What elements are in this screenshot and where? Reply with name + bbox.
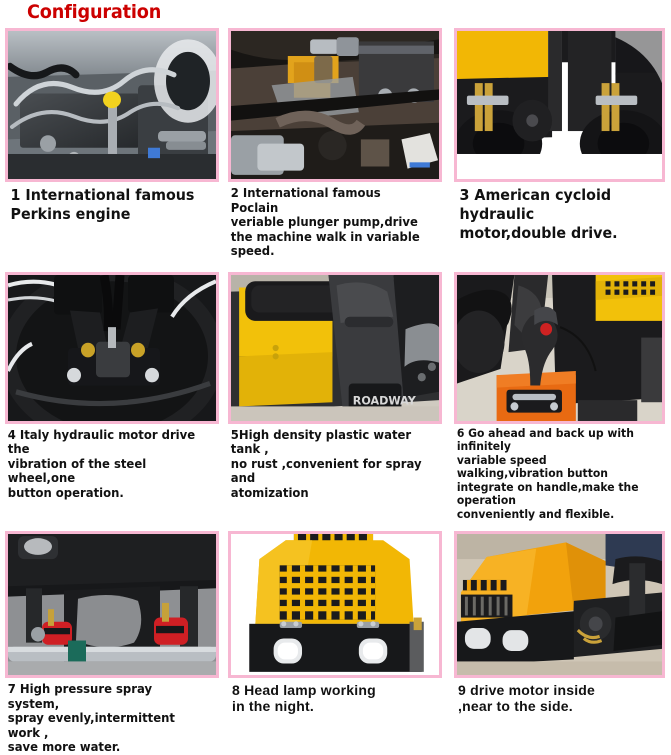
feature-caption-7: 7 High pressure spray system, spray even… [7,681,175,754]
photo-frame-9 [454,531,665,678]
svg-text:ROADWAY: ROADWAY [353,394,417,407]
feature-card-2: 2 International famous Poclain veriable … [226,28,449,259]
configuration-grid: 1 International famous Perkins engine [0,28,671,755]
feature-caption-4: 4 Italy hydraulic motor drive the vibrat… [7,426,196,500]
feature-card-6: 6 Go ahead and back up with infinitely v… [449,271,671,522]
feature-row-3: 7 High pressure spray system, spray even… [0,531,671,755]
feature-caption-3: 3 American cycloid hydraulic motor,doubl… [459,186,618,242]
feature-row-2: 4 Italy hydraulic motor drive the vibrat… [0,271,671,522]
water-tank-seat-photo: ROADWAY [231,274,439,421]
photo-frame-3 [454,28,665,182]
feature-caption-1: 1 International famous Perkins engine [10,186,195,223]
photo-frame-2 [228,28,442,182]
cycloid-hydraulic-motor-photo [457,31,662,179]
feature-caption-8: 8 Head lamp working in the night. [232,682,376,714]
feature-card-8: 8 Head lamp working in the night. [226,531,449,755]
photo-frame-1 [5,28,219,182]
feature-caption-9: 9 drive motor inside ,near to the side. [458,682,596,714]
photo-frame-4 [5,271,219,424]
photo-frame-5: ROADWAY [228,271,442,424]
photo-frame-8 [228,531,442,678]
italy-vibration-motor-photo [8,274,216,421]
feature-card-5: ROADWAY 5High density plastic water tank… [226,271,449,522]
poclain-plunger-pump-photo [231,31,439,179]
feature-row-1: 1 International famous Perkins engine [0,28,671,259]
perkins-engine-photo [8,31,216,179]
feature-caption-6: 6 Go ahead and back up with infinitely v… [456,425,639,521]
photo-frame-6 [454,271,665,424]
head-lamp-photo [231,534,439,675]
feature-caption-5: 5High density plastic water tank , no ru… [230,426,422,500]
page-title: Configuration [27,1,162,23]
control-handle-photo [457,274,662,421]
feature-card-3: 3 American cycloid hydraulic motor,doubl… [449,28,671,259]
feature-card-7: 7 High pressure spray system, spray even… [0,531,226,755]
photo-frame-7 [5,531,219,678]
feature-caption-2: 2 International famous Poclain veriable … [230,185,420,258]
feature-card-1: 1 International famous Perkins engine [0,28,226,259]
feature-card-4: 4 Italy hydraulic motor drive the vibrat… [0,271,226,522]
feature-card-9: 9 drive motor inside ,near to the side. [449,531,671,755]
